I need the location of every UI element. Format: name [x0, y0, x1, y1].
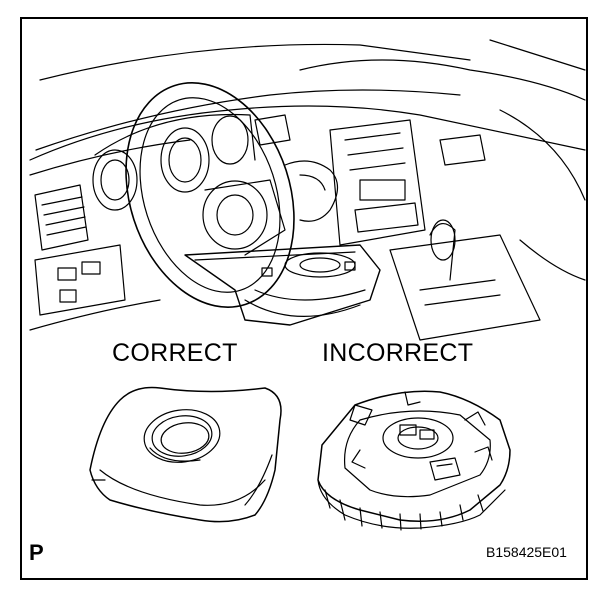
figure-frame: [20, 17, 588, 580]
airbag-incorrect-illustration: [317, 390, 511, 531]
incorrect-label: INCORRECT: [322, 339, 474, 367]
figure-code: B158425E01: [486, 544, 567, 560]
corner-mark: P: [29, 540, 44, 565]
correct-label: CORRECT: [112, 339, 238, 367]
airbag-correct-illustration: [89, 386, 282, 523]
car-interior-illustration: [29, 39, 586, 341]
